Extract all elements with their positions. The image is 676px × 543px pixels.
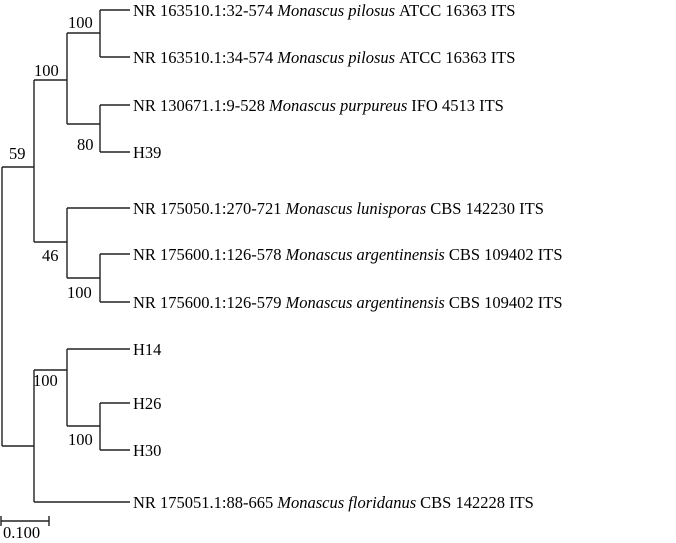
taxon-label: H14 xyxy=(133,340,161,359)
taxon-accession: NR 163510.1:32-574 xyxy=(133,1,273,20)
bootstrap-label: 100 xyxy=(68,430,93,449)
taxon-strain: ATCC 16363 ITS xyxy=(399,48,515,67)
node-upper-clade xyxy=(33,79,67,243)
node-h-isolates xyxy=(66,348,130,427)
taxon-strain: CBS 142228 ITS xyxy=(420,493,534,512)
node-argentinensis xyxy=(99,253,130,303)
taxon-species: Monascus pilosus xyxy=(276,48,395,67)
bootstrap-label: 100 xyxy=(34,61,59,80)
bootstrap-label: 46 xyxy=(42,246,59,265)
node-h26-h30 xyxy=(99,402,130,451)
bootstrap-label: 59 xyxy=(9,144,26,163)
node-pilosus-purpureus xyxy=(66,32,100,125)
taxon-strain: CBS 109402 ITS xyxy=(449,293,563,312)
taxon-species: Monascus argentinensis xyxy=(285,293,445,312)
taxon-strain: CBS 142230 ITS xyxy=(430,199,544,218)
taxon-accession: NR 163510.1:34-574 xyxy=(133,48,273,67)
bootstrap-label: 100 xyxy=(68,13,93,32)
taxon-strain: IFO 4513 ITS xyxy=(411,96,504,115)
taxon-label: H26 xyxy=(133,394,161,413)
taxon-label: H39 xyxy=(133,143,161,162)
node-lower-clade xyxy=(33,369,130,503)
taxon-species: Monascus floridanus xyxy=(276,493,416,512)
bootstrap-label: 100 xyxy=(67,283,92,302)
taxon-accession: NR 175600.1:126-579 xyxy=(133,293,282,312)
bootstrap-label: 100 xyxy=(33,371,58,390)
taxon-accession: NR 175050.1:270-721 xyxy=(133,199,282,218)
scale-bar: 0.100 xyxy=(0,516,50,542)
taxon-species: Monascus purpureus xyxy=(268,96,407,115)
taxon-species: Monascus lunisporas xyxy=(285,199,427,218)
node-purpureus-h39 xyxy=(99,104,130,153)
taxon-accession: NR 175051.1:88-665 xyxy=(133,493,273,512)
taxon-accession: NR 175600.1:126-578 xyxy=(133,245,282,264)
taxon-strain: ATCC 16363 ITS xyxy=(399,1,515,20)
node-pilosus xyxy=(99,9,130,58)
taxon-strain: CBS 109402 ITS xyxy=(449,245,563,264)
bootstrap-values: 100 100 80 59 46 100 100 100 xyxy=(9,13,94,449)
taxon-label: H30 xyxy=(133,441,161,460)
scale-bar-label: 0.100 xyxy=(3,523,40,542)
taxon-accession: H39 xyxy=(133,143,161,162)
root-node xyxy=(1,166,34,447)
taxon-accession: H26 xyxy=(133,394,161,413)
tree-branches xyxy=(1,9,130,503)
taxon-species: Monascus pilosus xyxy=(276,1,395,20)
bootstrap-label: 80 xyxy=(77,135,94,154)
node-lunisporas-argentinensis xyxy=(66,207,130,279)
taxon-species: Monascus argentinensis xyxy=(285,245,445,264)
taxon-accession: NR 130671.1:9-528 xyxy=(133,96,265,115)
taxon-accession: H14 xyxy=(133,340,161,359)
taxon-accession: H30 xyxy=(133,441,161,460)
scale-bar-line xyxy=(0,516,50,526)
